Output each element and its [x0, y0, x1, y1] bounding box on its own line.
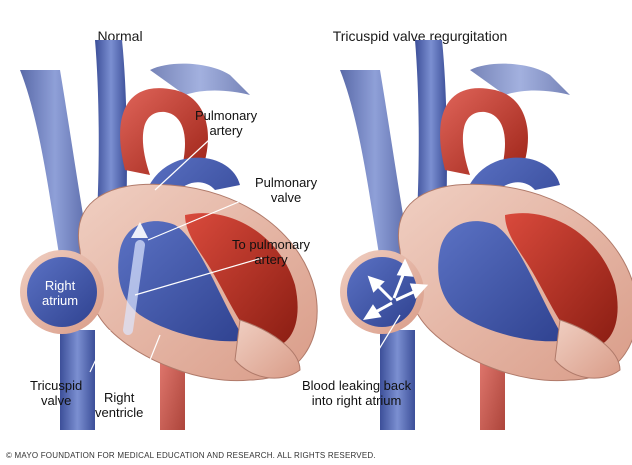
- leader-lines: [89, 127, 401, 386]
- regurgitation-heart: [339, 39, 632, 431]
- normal-heart: [19, 39, 318, 431]
- copyright-notice: © MAYO FOUNDATION FOR MEDICAL EDUCATION …: [6, 451, 376, 460]
- title-regurgitation: Tricuspid valve regurgitation: [332, 28, 508, 44]
- leak-arrows-icon: [362, 258, 429, 320]
